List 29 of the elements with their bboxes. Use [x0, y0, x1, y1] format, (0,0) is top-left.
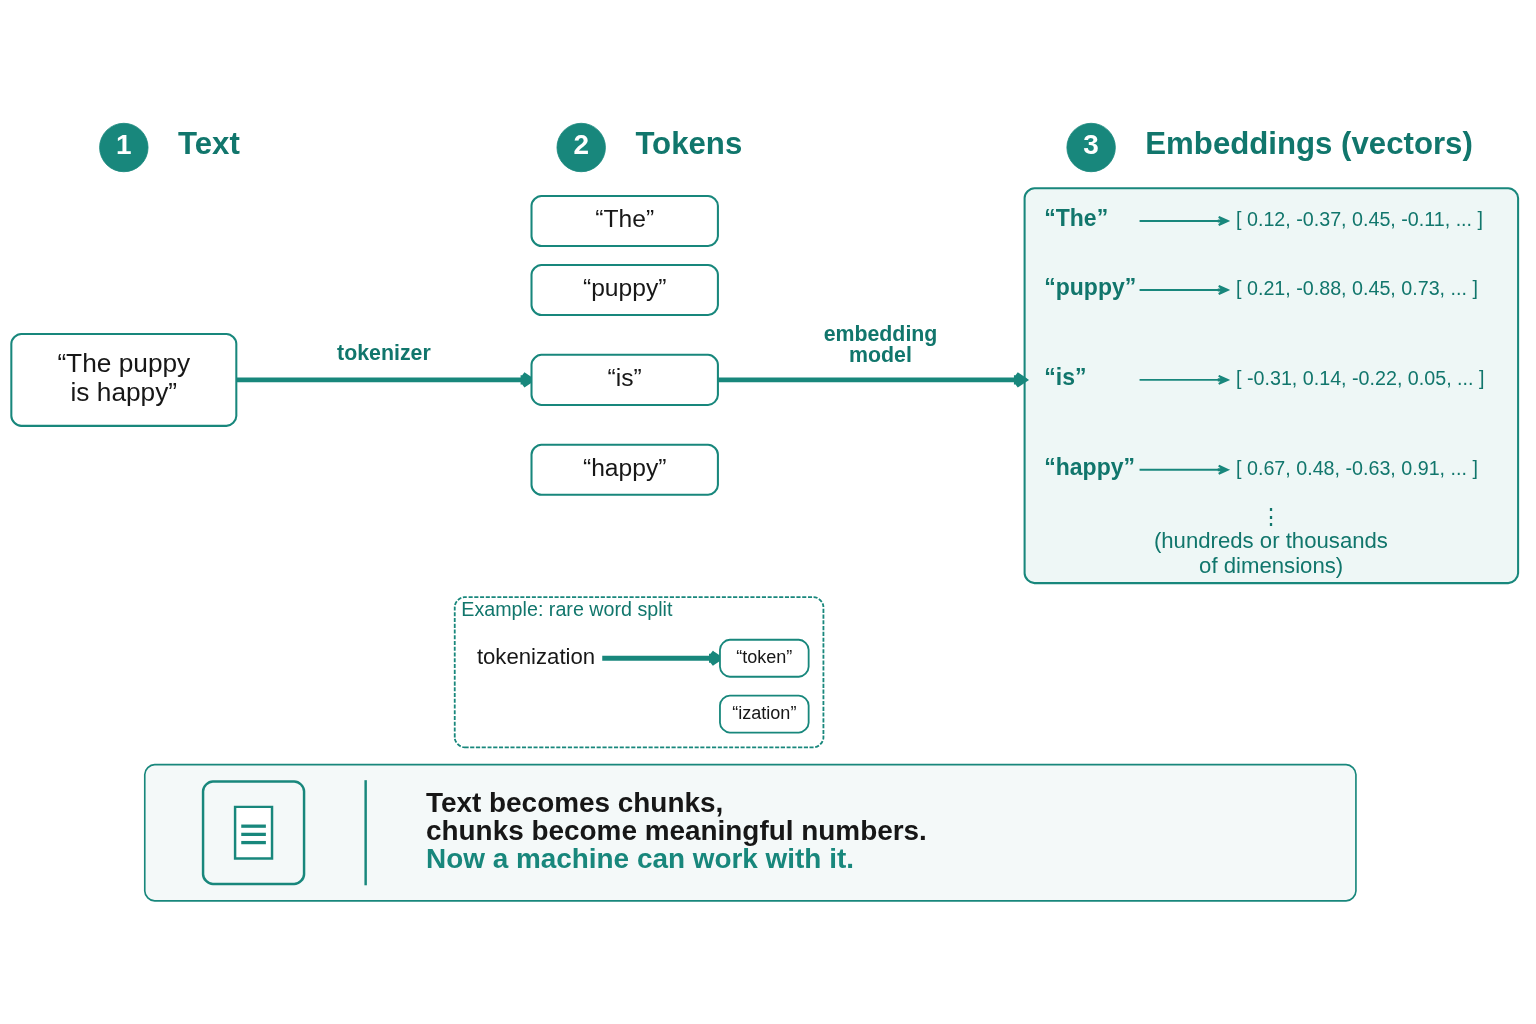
node-box: “puppy”	[530, 263, 719, 316]
node-text: [ 0.21, -0.88, 0.45, 0.73, ... ]	[1236, 276, 1478, 299]
node-box: “The”	[530, 194, 719, 247]
node-text: “The”	[1044, 204, 1109, 231]
node-text: tokenization	[476, 643, 596, 669]
node-box: “happy”	[530, 443, 719, 496]
node-circle: 2	[556, 122, 606, 172]
node-label: Tokens	[635, 125, 743, 161]
node-text: [ 0.67, 0.48, -0.63, 0.91, ... ]	[1236, 456, 1478, 479]
node-text: “happy”	[1044, 453, 1135, 480]
arrow	[1138, 374, 1229, 385]
arrow	[718, 371, 1028, 388]
node-text: “is”	[1044, 363, 1087, 390]
node-circle: 1	[99, 122, 149, 172]
node-label: Embeddings (vectors)	[1145, 125, 1473, 161]
node-box: “is”	[530, 353, 719, 406]
node-box: “token”	[719, 638, 810, 678]
node-label: Text	[178, 125, 240, 161]
edge-label: tokenizer	[337, 340, 431, 365]
arrow	[1138, 284, 1229, 295]
node-text: “puppy”	[1044, 273, 1137, 300]
node-text: [ 0.12, -0.37, 0.45, -0.11, ... ]	[1236, 207, 1484, 230]
edge-label: embedding model	[823, 321, 938, 367]
node-text: [ -0.31, 0.14, -0.22, 0.05, ... ]	[1236, 366, 1485, 389]
node-box: “ization”	[719, 694, 810, 733]
node-circle: 3	[1066, 122, 1116, 172]
arrow	[1138, 215, 1229, 226]
node-box: “The puppy is happy”	[10, 332, 238, 427]
arrow	[1138, 464, 1229, 475]
